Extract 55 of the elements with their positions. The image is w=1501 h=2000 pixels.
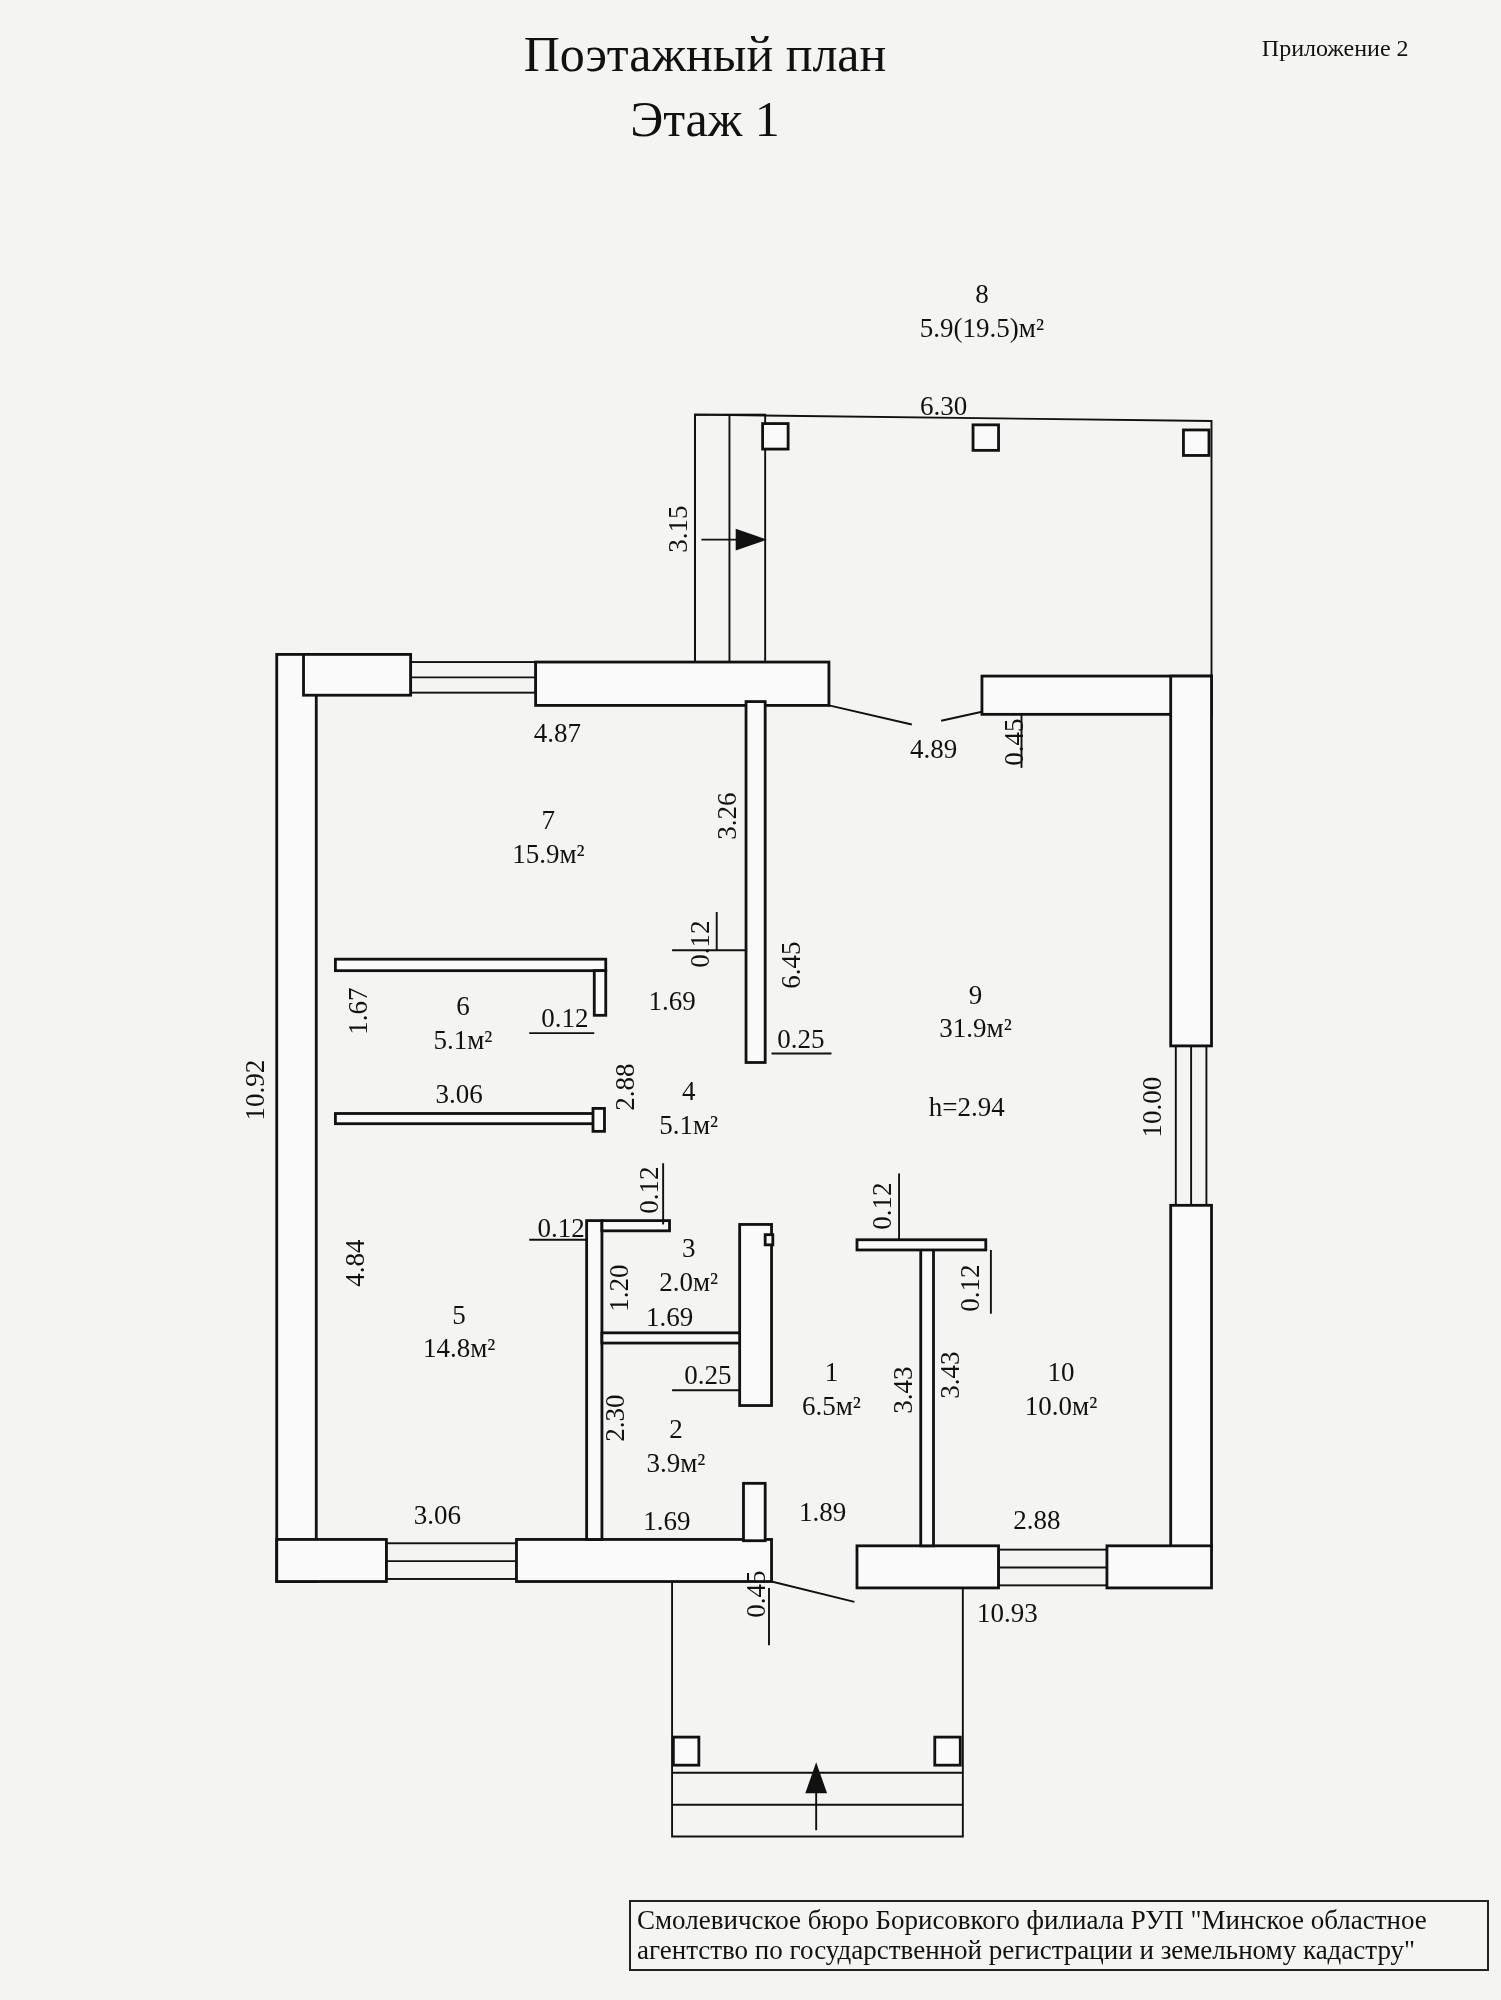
dimension-label: 0.12 — [869, 1182, 896, 1231]
dimension-label: 1.69 — [645, 1303, 694, 1331]
room-area: 5.1м² — [433, 1024, 493, 1058]
room-number: 9 — [968, 978, 983, 1012]
room-number: 2 — [669, 1413, 683, 1447]
stamp-text: Смолевичское бюро Борисовкого филиала РУП "Минское областное агентство по государственной регистрации и земельному кадастру" — [629, 1900, 1489, 1972]
room-number: 3 — [681, 1232, 696, 1266]
room-area: 3.9м² — [646, 1447, 706, 1482]
room-number: 7 — [541, 804, 556, 838]
room-area: 31.9м² — [939, 1012, 1012, 1047]
dimension-label: 3.06 — [435, 1080, 483, 1108]
dimension-label: 3.06 — [413, 1501, 462, 1529]
dimension-label: 3.43 — [889, 1366, 917, 1414]
room-number: 10 — [1047, 1356, 1075, 1390]
room-number: 1 — [824, 1356, 839, 1390]
plan-title: Поэтажный план Этаж 1 — [522, 25, 888, 149]
room-area: 10.0м² — [1024, 1390, 1098, 1424]
dimension-label: 1.89 — [798, 1498, 847, 1526]
dimension-label: 0.12 — [541, 1004, 589, 1032]
dimension-label: 2.88 — [1013, 1506, 1061, 1534]
dimension-label: 3.15 — [664, 505, 692, 553]
dimension-label: 0.12 — [686, 920, 714, 968]
dimension-label: 1.69 — [643, 1507, 691, 1535]
dimension-label: 0.25 — [684, 1361, 732, 1389]
dimension-label: 0.12 — [635, 1166, 663, 1214]
dimension-label: 0.12 — [537, 1214, 585, 1242]
dimension-label: 10.93 — [977, 1599, 1038, 1627]
room-area: 5.9(19.5)м² — [919, 312, 1045, 347]
dimension-label: 10.00 — [1138, 1076, 1166, 1138]
room-number: 8 — [975, 278, 989, 312]
dimension-label: 0.25 — [777, 1025, 825, 1053]
room-area: 14.8м² — [422, 1332, 496, 1367]
dimension-label: 2.88 — [611, 1062, 639, 1111]
ceiling-height: h=2.94 — [928, 1093, 1005, 1121]
dimension-label: 4.89 — [909, 735, 958, 763]
room-number: 6 — [456, 990, 470, 1024]
room-number: 5 — [452, 1298, 466, 1332]
sheet-note: Приложение 2 — [1261, 36, 1409, 61]
room-area: 15.9м² — [512, 837, 585, 872]
dimension-label: 0.12 — [957, 1264, 984, 1312]
dimension-label: 4.87 — [533, 719, 581, 747]
dimension-label: 6.30 — [920, 392, 968, 420]
dimension-label: 1.69 — [648, 987, 696, 1015]
room-area: 6.5м² — [802, 1390, 861, 1424]
dimension-label: 1.67 — [344, 987, 372, 1035]
room-number: 4 — [681, 1075, 696, 1109]
room-area: 2.0м² — [659, 1266, 719, 1301]
dimension-label: 1.20 — [605, 1264, 632, 1312]
room-area: 5.1м² — [659, 1109, 719, 1144]
dimension-label: 6.45 — [777, 941, 805, 989]
dimension-label: 3.26 — [713, 792, 741, 840]
dimension-label: 10.92 — [241, 1060, 269, 1121]
dimension-label: 4.84 — [341, 1238, 368, 1287]
dimension-label: 3.43 — [936, 1351, 964, 1399]
dimension-label: 2.30 — [601, 1394, 629, 1442]
